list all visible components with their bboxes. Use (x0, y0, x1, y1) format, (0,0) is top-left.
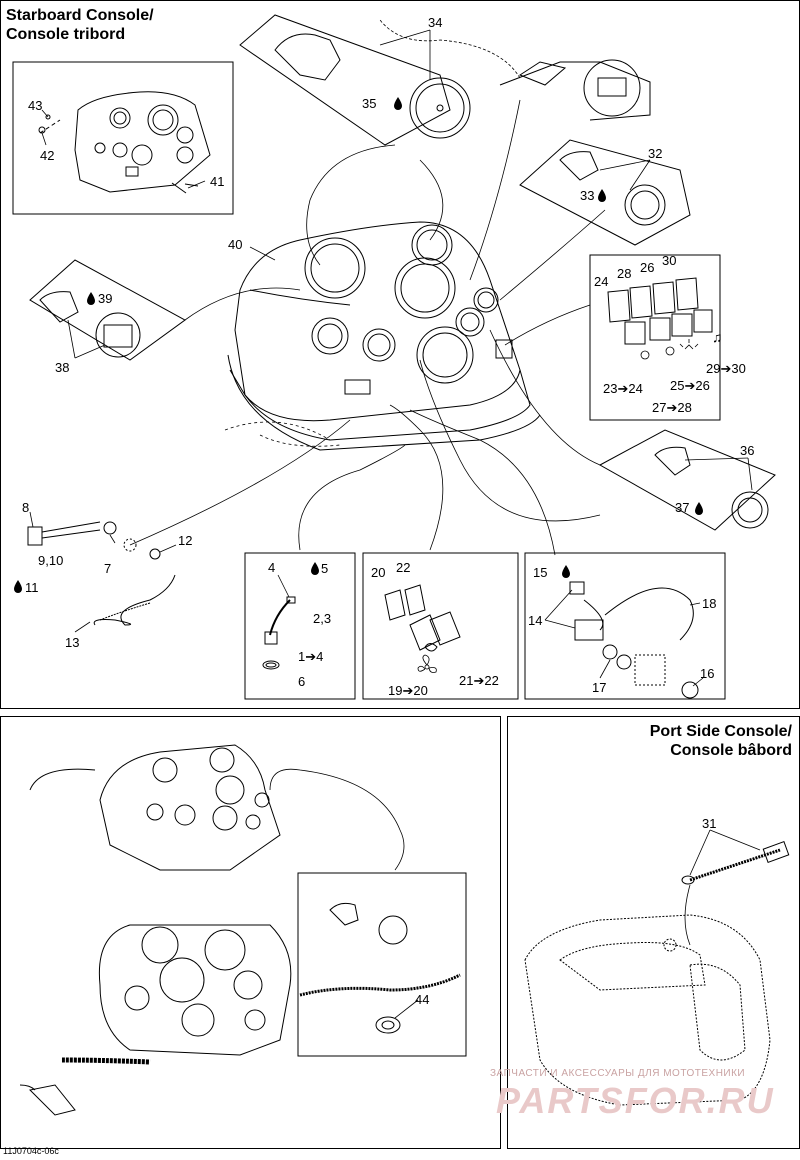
label-14: 14 (528, 613, 542, 628)
gauge-38-assembly (29, 259, 186, 361)
screw-41 (171, 182, 187, 194)
oil-drop-icon (14, 580, 22, 593)
label-2-3: 2,3 (313, 611, 331, 626)
starboard-title-line1: Starboard Console/ (6, 7, 154, 24)
gauge-32-assembly (519, 139, 691, 246)
label-28: 28 (617, 266, 631, 281)
oil-drop-icon (562, 565, 570, 578)
oil-drop-icon (394, 97, 402, 110)
port-console-title: Port Side Console/ Console bâbord (650, 722, 792, 760)
label-7: 7 (104, 561, 111, 576)
label-36: 36 (740, 443, 754, 458)
label-20: 20 (371, 565, 385, 580)
label-32: 32 (648, 146, 662, 161)
light-icon (679, 339, 699, 350)
inset-gauge-connector-box (297, 872, 467, 1057)
label-31: 31 (702, 816, 716, 831)
label-23-24: 23➔24 (603, 381, 643, 396)
label-21-22: 21➔22 (459, 673, 499, 688)
label-27-28: 27➔28 (652, 400, 692, 415)
label-12: 12 (178, 533, 192, 548)
label-39: 39 (98, 291, 112, 306)
label-30: 30 (662, 253, 676, 268)
box-items-19-22 (362, 552, 519, 700)
label-29-30: 29➔30 (706, 361, 746, 376)
port-title-line1: Port Side Console/ (649, 723, 792, 740)
label-1-4: 1➔4 (298, 649, 323, 664)
callout-labels: 43 42 41 40 34 35 32 33 39 38 24 28 26 3… (22, 15, 754, 1007)
label-26: 26 (640, 260, 654, 275)
label-4: 4 (268, 560, 275, 575)
oil-drop-icon (695, 502, 703, 515)
label-33: 33 (580, 188, 594, 203)
label-44: 44 (415, 992, 429, 1007)
gauge-34-assembly (239, 14, 471, 146)
label-8: 8 (22, 500, 29, 515)
label-25-26: 25➔26 (670, 378, 710, 393)
label-43: 43 (28, 98, 42, 113)
label-11: 11 (25, 580, 39, 595)
label-15: 15 (533, 565, 547, 580)
port-console-drawing (524, 914, 771, 1106)
label-42: 42 (40, 148, 54, 163)
label-24: 24 (594, 274, 608, 289)
label-5: 5 (321, 561, 328, 576)
fan-icon (417, 654, 437, 673)
small-console-drawing (39, 91, 211, 193)
label-40: 40 (228, 237, 242, 252)
switch-panel-box (589, 254, 721, 421)
label-38: 38 (55, 360, 69, 375)
inset-console-box (12, 61, 234, 215)
label-9-10: 9,10 (38, 553, 63, 568)
wiring-console-drawing (19, 744, 292, 1116)
leader-lines (29, 29, 761, 1019)
switch-symbol-icon (640, 346, 675, 360)
starboard-console-title: Starboard Console/ Console tribord (6, 6, 154, 44)
box-items-14-18 (524, 552, 726, 700)
switch-decals (607, 277, 713, 345)
label-37: 37 (675, 500, 689, 515)
label-22: 22 (396, 560, 410, 575)
label-17: 17 (592, 680, 606, 695)
label-19-20: 19➔20 (388, 683, 428, 698)
label-41: 41 (210, 174, 224, 189)
horn-icon: ♫ (712, 329, 723, 345)
watermark-tagline: ЗАПЧАСТИ И АКСЕССУАРЫ ДЛЯ МОТОТЕХНИКИ (490, 1068, 746, 1079)
diagram-code: 11J0704c-06c (3, 1146, 59, 1156)
nut-43 (45, 114, 51, 120)
label-18: 18 (702, 596, 716, 611)
label-35: 35 (362, 96, 376, 111)
oil-drop-icon (87, 292, 95, 305)
oil-drop-icon (598, 189, 606, 202)
label-13: 13 (65, 635, 79, 650)
box-items-1-6 (244, 552, 356, 700)
label-34: 34 (428, 15, 442, 30)
watermark-logo: PARTSFOR.RU (496, 1080, 775, 1121)
key-switch-assembly (27, 521, 176, 626)
wiring-frame (0, 716, 501, 1149)
label-6: 6 (298, 674, 305, 689)
port-title-line2: Console bâbord (670, 742, 792, 759)
label-16: 16 (700, 666, 714, 681)
gauge-36-assembly (598, 429, 776, 531)
gauge-display-unit (499, 61, 651, 121)
starboard-title-line2: Console tribord (6, 26, 126, 43)
oil-drop-icon (311, 562, 319, 575)
